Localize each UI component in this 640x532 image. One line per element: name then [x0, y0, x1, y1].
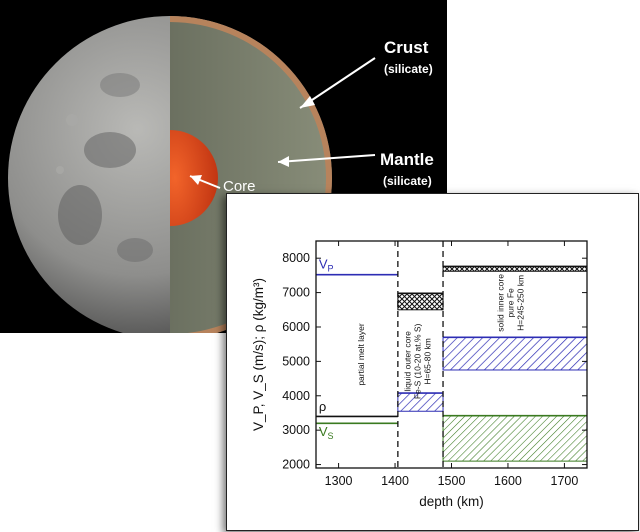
- y-axis-title: V_P, V_S (m/s); ρ (kg/m³): [251, 278, 266, 431]
- series-label: VS: [319, 424, 334, 441]
- region-annotation: liquid outer core: [402, 331, 412, 392]
- series-label: ρ: [319, 399, 326, 414]
- y-tick-label: 8000: [282, 251, 310, 265]
- mantle-pointer: [277, 154, 376, 163]
- x-tick-label: 1600: [494, 474, 522, 488]
- region-annotation: Fe-S (10-20 at.% S): [412, 323, 422, 399]
- series-label: VP: [319, 257, 334, 274]
- x-tick-label: 1500: [438, 474, 466, 488]
- y-tick-label: 4000: [282, 389, 310, 403]
- crust-label: Crust: [384, 38, 429, 57]
- crater: [56, 166, 64, 174]
- uncertainty-band-4: [442, 415, 588, 462]
- region-annotation: H=245-250 km: [516, 275, 526, 331]
- core-label: Core: [223, 178, 256, 195]
- crust-material-label: (silicate): [384, 62, 433, 76]
- region-annotation: partial melt layer: [356, 323, 366, 386]
- mare-patch: [100, 73, 140, 97]
- seismic-profile-chart: 1300 1400 1500 1600 1700 2000 3000 4000 5000 6000…: [226, 193, 639, 531]
- uncertainty-band-0: [397, 292, 444, 311]
- y-tick-label: 7000: [282, 286, 310, 300]
- mare-patch: [84, 132, 136, 168]
- uncertainty-band-3: [442, 336, 588, 371]
- mantle-material-label: (silicate): [383, 174, 432, 188]
- mare-patch: [117, 238, 153, 262]
- x-tick-label: 1700: [551, 474, 579, 488]
- chart-canvas: 1300 1400 1500 1600 1700 2000 3000 4000 5000 6000…: [251, 240, 588, 509]
- crust-pointer: [299, 57, 376, 109]
- x-tick-label: 1300: [325, 474, 353, 488]
- mare-patch: [58, 185, 102, 245]
- region-annotation: pure Fe: [506, 288, 516, 318]
- core-arrowhead: [190, 175, 202, 185]
- x-tick-label: 1400: [381, 474, 409, 488]
- mantle-arrowhead: [278, 156, 289, 167]
- region-annotation: H=65-80 km: [422, 338, 432, 385]
- y-tick-label: 6000: [282, 320, 310, 334]
- y-tick-label: 3000: [282, 423, 310, 437]
- mantle-label: Mantle: [380, 150, 434, 169]
- crust-arrowhead: [300, 96, 315, 108]
- y-tick-label: 2000: [282, 458, 310, 472]
- crater: [66, 114, 78, 126]
- region-annotation: solid inner core: [496, 274, 506, 332]
- x-axis-title: depth (km): [419, 494, 484, 509]
- y-tick-label: 5000: [282, 354, 310, 368]
